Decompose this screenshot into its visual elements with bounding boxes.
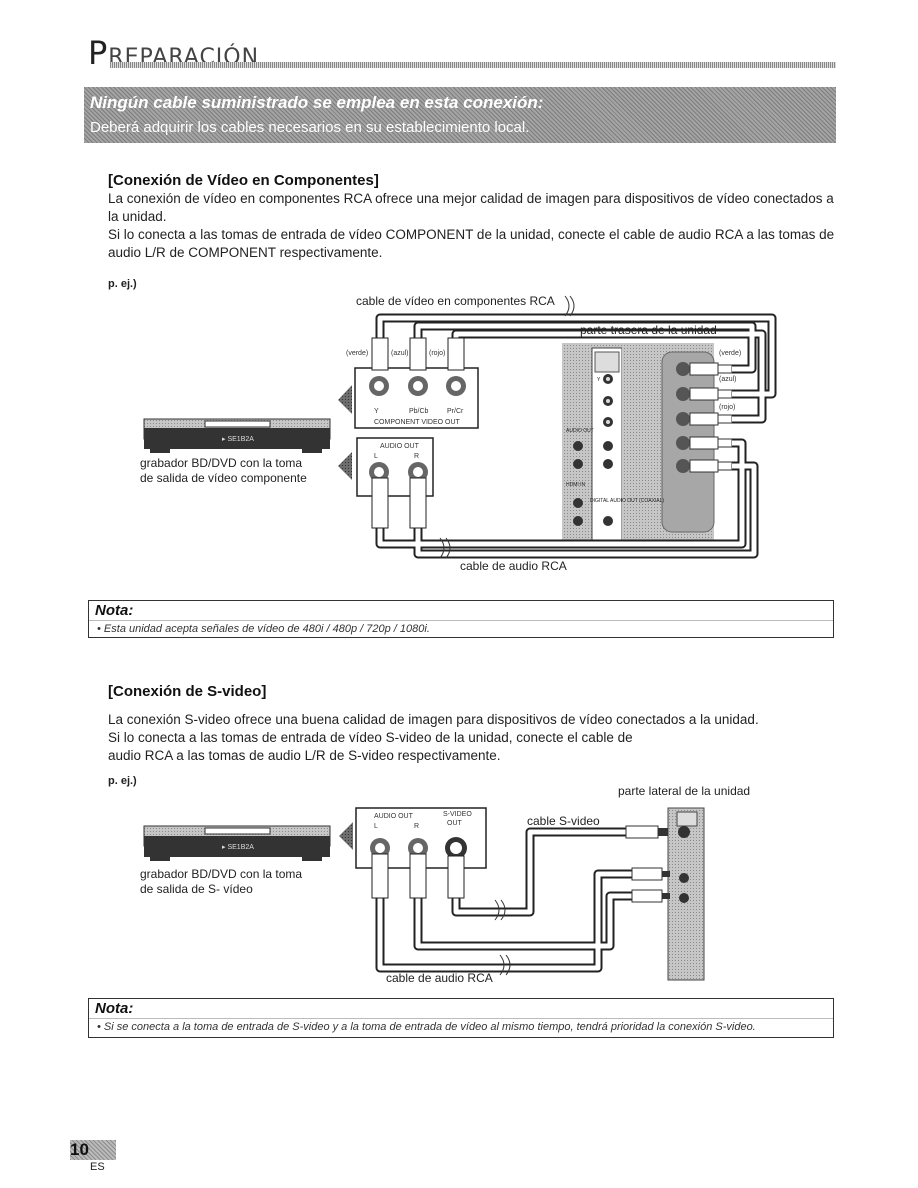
tv-input-jacks: [573, 351, 620, 526]
component-section-title: [Conexión de Vídeo en Componentes]: [108, 172, 379, 189]
component-video-out-label: COMPONENT VIDEO OUT: [374, 419, 461, 426]
svideo-out-label-1: S-VIDEO: [443, 811, 472, 818]
language-code: ES: [90, 1161, 105, 1173]
jack-y-label: Y: [374, 408, 379, 415]
note-2-text: Si se conecta a la toma de entrada de S-…: [103, 1021, 756, 1033]
component-video-out-panel: [338, 367, 479, 429]
plug-green-label: (verde): [346, 350, 368, 357]
svideo-out-label-2: OUT: [447, 820, 463, 827]
note-1-text: Esta unidad acepta señales de vídeo de 4…: [103, 623, 430, 635]
tv-jack-y: Y: [597, 377, 601, 383]
note-box-2: Nota: • Si se conecta a la toma de entra…: [88, 998, 834, 1038]
tv-side-label: parte lateral de la unidad: [618, 784, 750, 798]
banner-title: Ningún cable suministrado se emplea en e…: [90, 93, 544, 112]
component-paragraph-1: La conexión de vídeo en componentes RCA …: [108, 191, 834, 224]
tv-rear-label: parte trasera de la unidad: [580, 323, 717, 337]
svideo-paragraph-2: Si lo conecta a las tomas de entrada de …: [108, 730, 633, 745]
svideo-audio-out-label: AUDIO OUT: [374, 813, 414, 820]
svideo-paragraph-1: La conexión S-video ofrece una buena cal…: [108, 712, 759, 727]
tv-side-plugs-svideo: [625, 825, 670, 903]
svideo-example-label: p. ej.): [108, 775, 137, 787]
recorder-display: ▸ SE1B2A: [222, 436, 254, 443]
svideo-audio-l-label: L: [374, 823, 378, 830]
video-plugs: [371, 337, 465, 371]
page-header: PREPARACIÓN: [88, 34, 836, 72]
plug-blue-label: (azul): [391, 350, 409, 357]
svideo-recorder-label-line-1: grabador BD/DVD con la toma: [140, 867, 302, 881]
page-number-badge: 10: [70, 1140, 116, 1160]
jack-pbcb-label: Pb/Cb: [409, 408, 429, 415]
audio-r-label: R: [414, 453, 419, 460]
recorder-display-2: ▸ SE1B2A: [222, 844, 254, 851]
tv-red-label: (rojo): [719, 404, 735, 411]
component-paragraph-2: Si lo conecta a las tomas de entrada de …: [108, 227, 835, 260]
recorder-label-line-2: de salida de vídeo componente: [140, 471, 307, 485]
tv-digital-audio-label: DIGITAL AUDIO OUT (COAXIAL): [590, 498, 664, 504]
plug-red-label: (rojo): [429, 350, 445, 357]
banner-subtitle: Deberá adquirir los cables necesarios en…: [90, 119, 530, 136]
jack-prcr-label: Pr/Cr: [447, 408, 464, 415]
svideo-cable-label: cable S-video: [527, 814, 600, 828]
tv-green-label: (verde): [719, 350, 741, 357]
svideo-audio-r-label: R: [414, 823, 419, 830]
page-number: 10: [70, 1140, 89, 1159]
note-1-title: Nota:: [95, 602, 134, 619]
svideo-audio-cable-label: cable de audio RCA: [386, 971, 493, 985]
warning-banner: Ningún cable suministrado se emplea en e…: [84, 87, 836, 143]
tv-hdmi-in-label: HDMI IN: [566, 482, 586, 488]
bd-dvd-recorder: [143, 418, 331, 453]
video-cable-label: cable de vídeo en componentes RCA: [356, 294, 555, 308]
header-rule: [110, 62, 836, 68]
svideo-paragraph-3: audio RCA a las tomas de audio L/R de S-…: [108, 748, 501, 763]
note-box-1: Nota: • Esta unidad acepta señales de ví…: [88, 600, 834, 638]
tv-side-plugs: [676, 362, 733, 473]
bd-dvd-recorder-2: [143, 825, 331, 861]
component-connection-diagram: Y AUDIO OUT HDMI IN DIGITAL AUDIO OUT (C…: [140, 294, 777, 573]
tv-rear-panel: [562, 343, 715, 547]
svideo-recorder-label-line-2: de salida de S- vídeo: [140, 882, 253, 896]
svideo-section-title: [Conexión de S-video]: [108, 683, 267, 700]
component-example-label: p. ej.): [108, 278, 137, 290]
audio-out-panel: [338, 437, 434, 529]
audio-cable-label: cable de audio RCA: [460, 559, 567, 573]
audio-svideo-out-panel: [339, 807, 487, 899]
audio-l-label: L: [374, 453, 378, 460]
tv-blue-label: (azul): [719, 376, 737, 383]
note-2-title: Nota:: [95, 1000, 134, 1017]
recorder-label-line-1: grabador BD/DVD con la toma: [140, 456, 302, 470]
tv-side-panel: [667, 807, 705, 981]
audio-out-label: AUDIO OUT: [380, 443, 420, 450]
tv-audio-out-label: AUDIO OUT: [566, 428, 594, 434]
svideo-connection-diagram: AUDIO OUT L R S-VIDEO OUT ▸ SE1B2A graba…: [140, 784, 750, 985]
